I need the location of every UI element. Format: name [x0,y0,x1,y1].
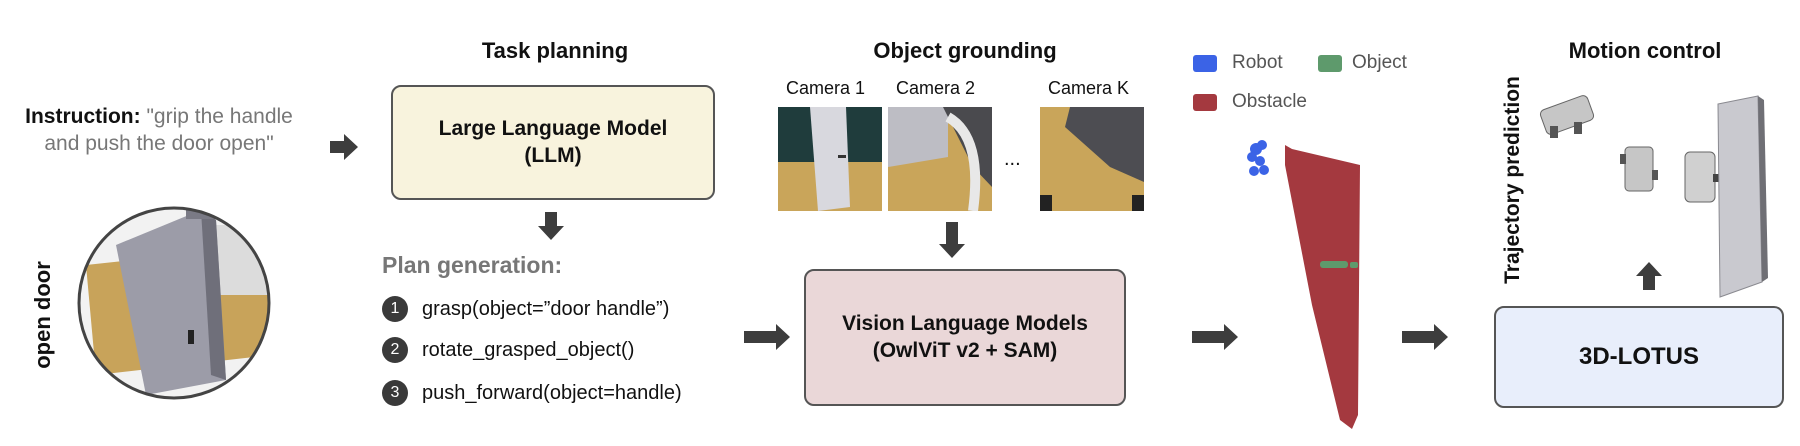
lotus-label: 3D-LOTUS [1579,343,1699,370]
llm-label-line2: (LLM) [524,143,582,167]
trajectory-label: Trajectory prediction [1501,76,1524,284]
legend-obstacle-label: Obstacle [1232,91,1307,112]
gripper-pose-1 [1539,95,1595,138]
camera-k-image [1040,107,1144,211]
obstacle-door-points [1285,145,1360,429]
llm-box: Large Language Model (LLM) [391,85,715,200]
gripper-pose-2 [1620,146,1658,192]
vlm-label-line2: (OwlViT v2 + SAM) [872,338,1058,362]
plan-step-number: 2 [382,337,408,363]
instruction-label: Instruction: [25,105,141,128]
camera-ellipsis: ... [1004,148,1021,170]
camera-1-label: Camera 1 [786,78,866,98]
camera-2-image [888,107,992,211]
arrow-instruction-to-llm [330,134,358,160]
plan-step-2: 2 rotate_grasped_object() [382,337,634,363]
arrow-plan-to-vlm [744,324,790,350]
lotus-box: 3D-LOTUS [1494,306,1784,408]
door-scene-image [77,206,271,400]
door-rendering [1717,95,1763,298]
plan-step-text: grasp(object=”door handle”) [422,297,670,320]
vlm-box: Vision Language Models (OwlViT v2 + SAM) [804,269,1126,406]
object-handle-points [1320,261,1358,268]
arrow-segmentation-to-motion [1402,324,1448,350]
instruction-block: Instruction: "grip the handle and push t… [0,103,318,157]
plan-step-number: 3 [382,380,408,406]
object-grounding-title: Object grounding [873,38,1057,63]
camera-2-label: Camera 2 [896,78,976,98]
legend-object-label: Object [1352,52,1407,73]
camera-k-label: Camera K [1048,78,1130,98]
instruction-text-line2: and push the door open" [44,132,274,155]
legend-robot-label: Robot [1232,52,1283,73]
arrow-cameras-to-vlm [939,222,965,258]
legend-robot-swatch [1193,55,1217,72]
segmented-point-cloud [1247,140,1360,429]
plan-step-number: 1 [382,296,408,322]
vlm-label-line1: Vision Language Models [842,312,1088,336]
plan-step-1: 1 grasp(object=”door handle”) [382,296,669,322]
legend-obstacle-swatch [1193,94,1217,111]
camera-1-image [778,107,882,211]
plan-step-text: push_forward(object=handle) [422,381,682,404]
arrow-llm-to-plan [538,212,564,240]
trajectory-visualization [1539,95,1768,298]
plan-generation-title: Plan generation: [382,252,563,278]
plan-step-3: 3 push_forward(object=handle) [382,380,682,406]
gripper-pose-3 [1684,151,1723,203]
arrow-vlm-to-segmentation [1192,324,1238,350]
plan-step-text: rotate_grasped_object() [422,338,635,361]
task-name-label: open door [30,261,55,369]
motion-control-title: Motion control [1568,38,1722,63]
trajectory-label-vertical: Trajectory prediction [1501,65,1529,295]
task-planning-title: Task planning [481,38,629,63]
task-name-vertical: open door [30,260,60,370]
legend-object-swatch [1318,55,1342,72]
llm-label-line1: Large Language Model [438,117,668,141]
robot-points [1247,140,1269,176]
instruction-text-line1: "grip the handle [146,105,293,128]
arrow-lotus-to-trajectory [1636,262,1662,290]
